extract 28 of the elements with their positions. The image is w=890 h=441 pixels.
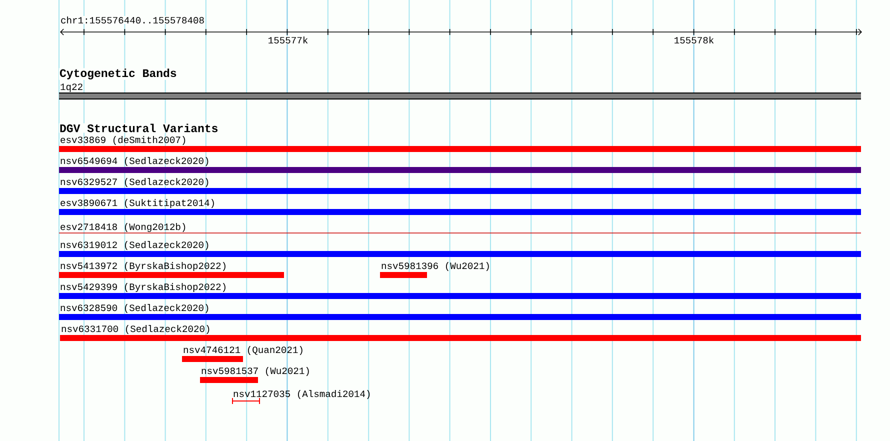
variant-bar: nsv5413972 (ByrskaBishop2022) xyxy=(59,262,284,278)
variant-bar: nsv6329527 (Sedlazeck2020) xyxy=(59,178,861,194)
variant-bar: nsv5981396 (Wu2021) xyxy=(380,262,489,278)
node-label: nsv6319012 (Sedlazeck2020) xyxy=(60,241,208,250)
cytoband-bar: 1q22 xyxy=(58,84,862,100)
node-label: nsv6549694 (Sedlazeck2020) xyxy=(60,157,208,166)
node-label: esv33869 (deSmith2007) xyxy=(60,136,186,145)
variant-bar: nsv5981537 (Wu2021) xyxy=(200,367,309,383)
variant-bar: nsv5429399 (ByrskaBishop2022) xyxy=(59,283,861,299)
variant-bar: esv33869 (deSmith2007) xyxy=(59,136,861,152)
variant-bar: nsv4746121 (Quan2021) xyxy=(182,346,302,362)
node-label: nsv5981396 (Wu2021) xyxy=(382,262,489,271)
node-label: esv3890671 (Suktitipat2014) xyxy=(60,199,214,208)
node-label: nsv6329527 (Sedlazeck2020) xyxy=(60,178,208,187)
variant-bar: nsv6319012 (Sedlazeck2020) xyxy=(59,241,861,257)
node-label: 1q22 xyxy=(60,84,82,92)
node-label: nsv4746121 (Quan2021) xyxy=(184,346,302,355)
track-title: Cytogenetic Bands xyxy=(59,68,178,80)
node-label: nsv6328590 (Sedlazeck2020) xyxy=(60,304,208,313)
variant-bar: nsv6549694 (Sedlazeck2020) xyxy=(59,157,861,173)
node-label: nsv6331700 (Sedlazeck2020) xyxy=(62,325,210,334)
node-label: nsv5413972 (ByrskaBishop2022) xyxy=(60,262,226,271)
variant-bar: nsv6328590 (Sedlazeck2020) xyxy=(59,304,861,320)
variant-bar: esv2718418 (Wong2012b) xyxy=(58,223,862,234)
variant-bar: esv3890671 (Suktitipat2014) xyxy=(59,199,861,215)
node-label: nsv5429399 (ByrskaBishop2022) xyxy=(60,283,226,292)
variant-bar: nsv6331700 (Sedlazeck2020) xyxy=(60,325,861,341)
node-label: nsv5981537 (Wu2021) xyxy=(202,367,309,376)
